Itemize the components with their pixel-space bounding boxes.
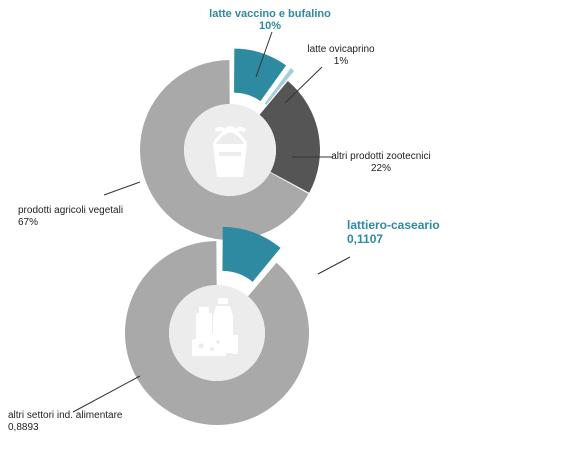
slice-label-lattiero-caseario: lattiero-caseario [347,218,440,232]
slice-label-latte-vaccino: latte vaccino e bufalino [209,8,331,20]
leader-line-latte-ovicaprino [284,66,323,104]
leader-line-altri-settori [72,375,141,413]
milk-bucket-icon [212,126,248,177]
leader-line-latte-vaccino [255,31,273,78]
slice-value-prodotti-vegetali: 67% [18,217,38,228]
donut-slice-latte-ovicaprino [264,68,295,105]
donut-slice-altri-settori-ind-alimentare [124,241,309,425]
slice-label-prodotti-vegetali: prodotti agricoli vegetali [18,205,123,216]
dairy-products-icon [192,298,238,356]
slice-label-latte-ovicaprino: latte ovicaprino [307,44,375,55]
donut-slice-lattiero-caseario [222,226,281,282]
slice-value-altri-settori: 0,8893 [8,422,39,433]
donut-chart-food-industry: lattiero-caseario 0,1107 altri settori i… [8,218,440,433]
donut-slice-latte-vaccino-e-bufalino [234,48,287,102]
leader-line-lattiero-caseario [317,256,351,275]
slice-value-latte-vaccino: 10% [259,20,281,32]
slice-label-altri-zootecnici: altri prodotti zootecnici [331,151,431,162]
slice-value-latte-ovicaprino: 1% [334,56,349,67]
leader-line-prodotti-vegetali [103,181,141,196]
donut-slice-prodotti-agricoli-vegetali [140,60,309,241]
donut-slice-altri-prodotti-zootecnici [259,81,321,193]
slice-label-altri-settori: altri settori ind. alimentare [8,410,123,421]
slice-value-altri-zootecnici: 22% [371,163,391,174]
donut-chart-agricultural-production: latte vaccino e bufalino 10% latte ovica… [18,8,431,241]
slice-value-lattiero-caseario: 0,1107 [347,232,383,246]
